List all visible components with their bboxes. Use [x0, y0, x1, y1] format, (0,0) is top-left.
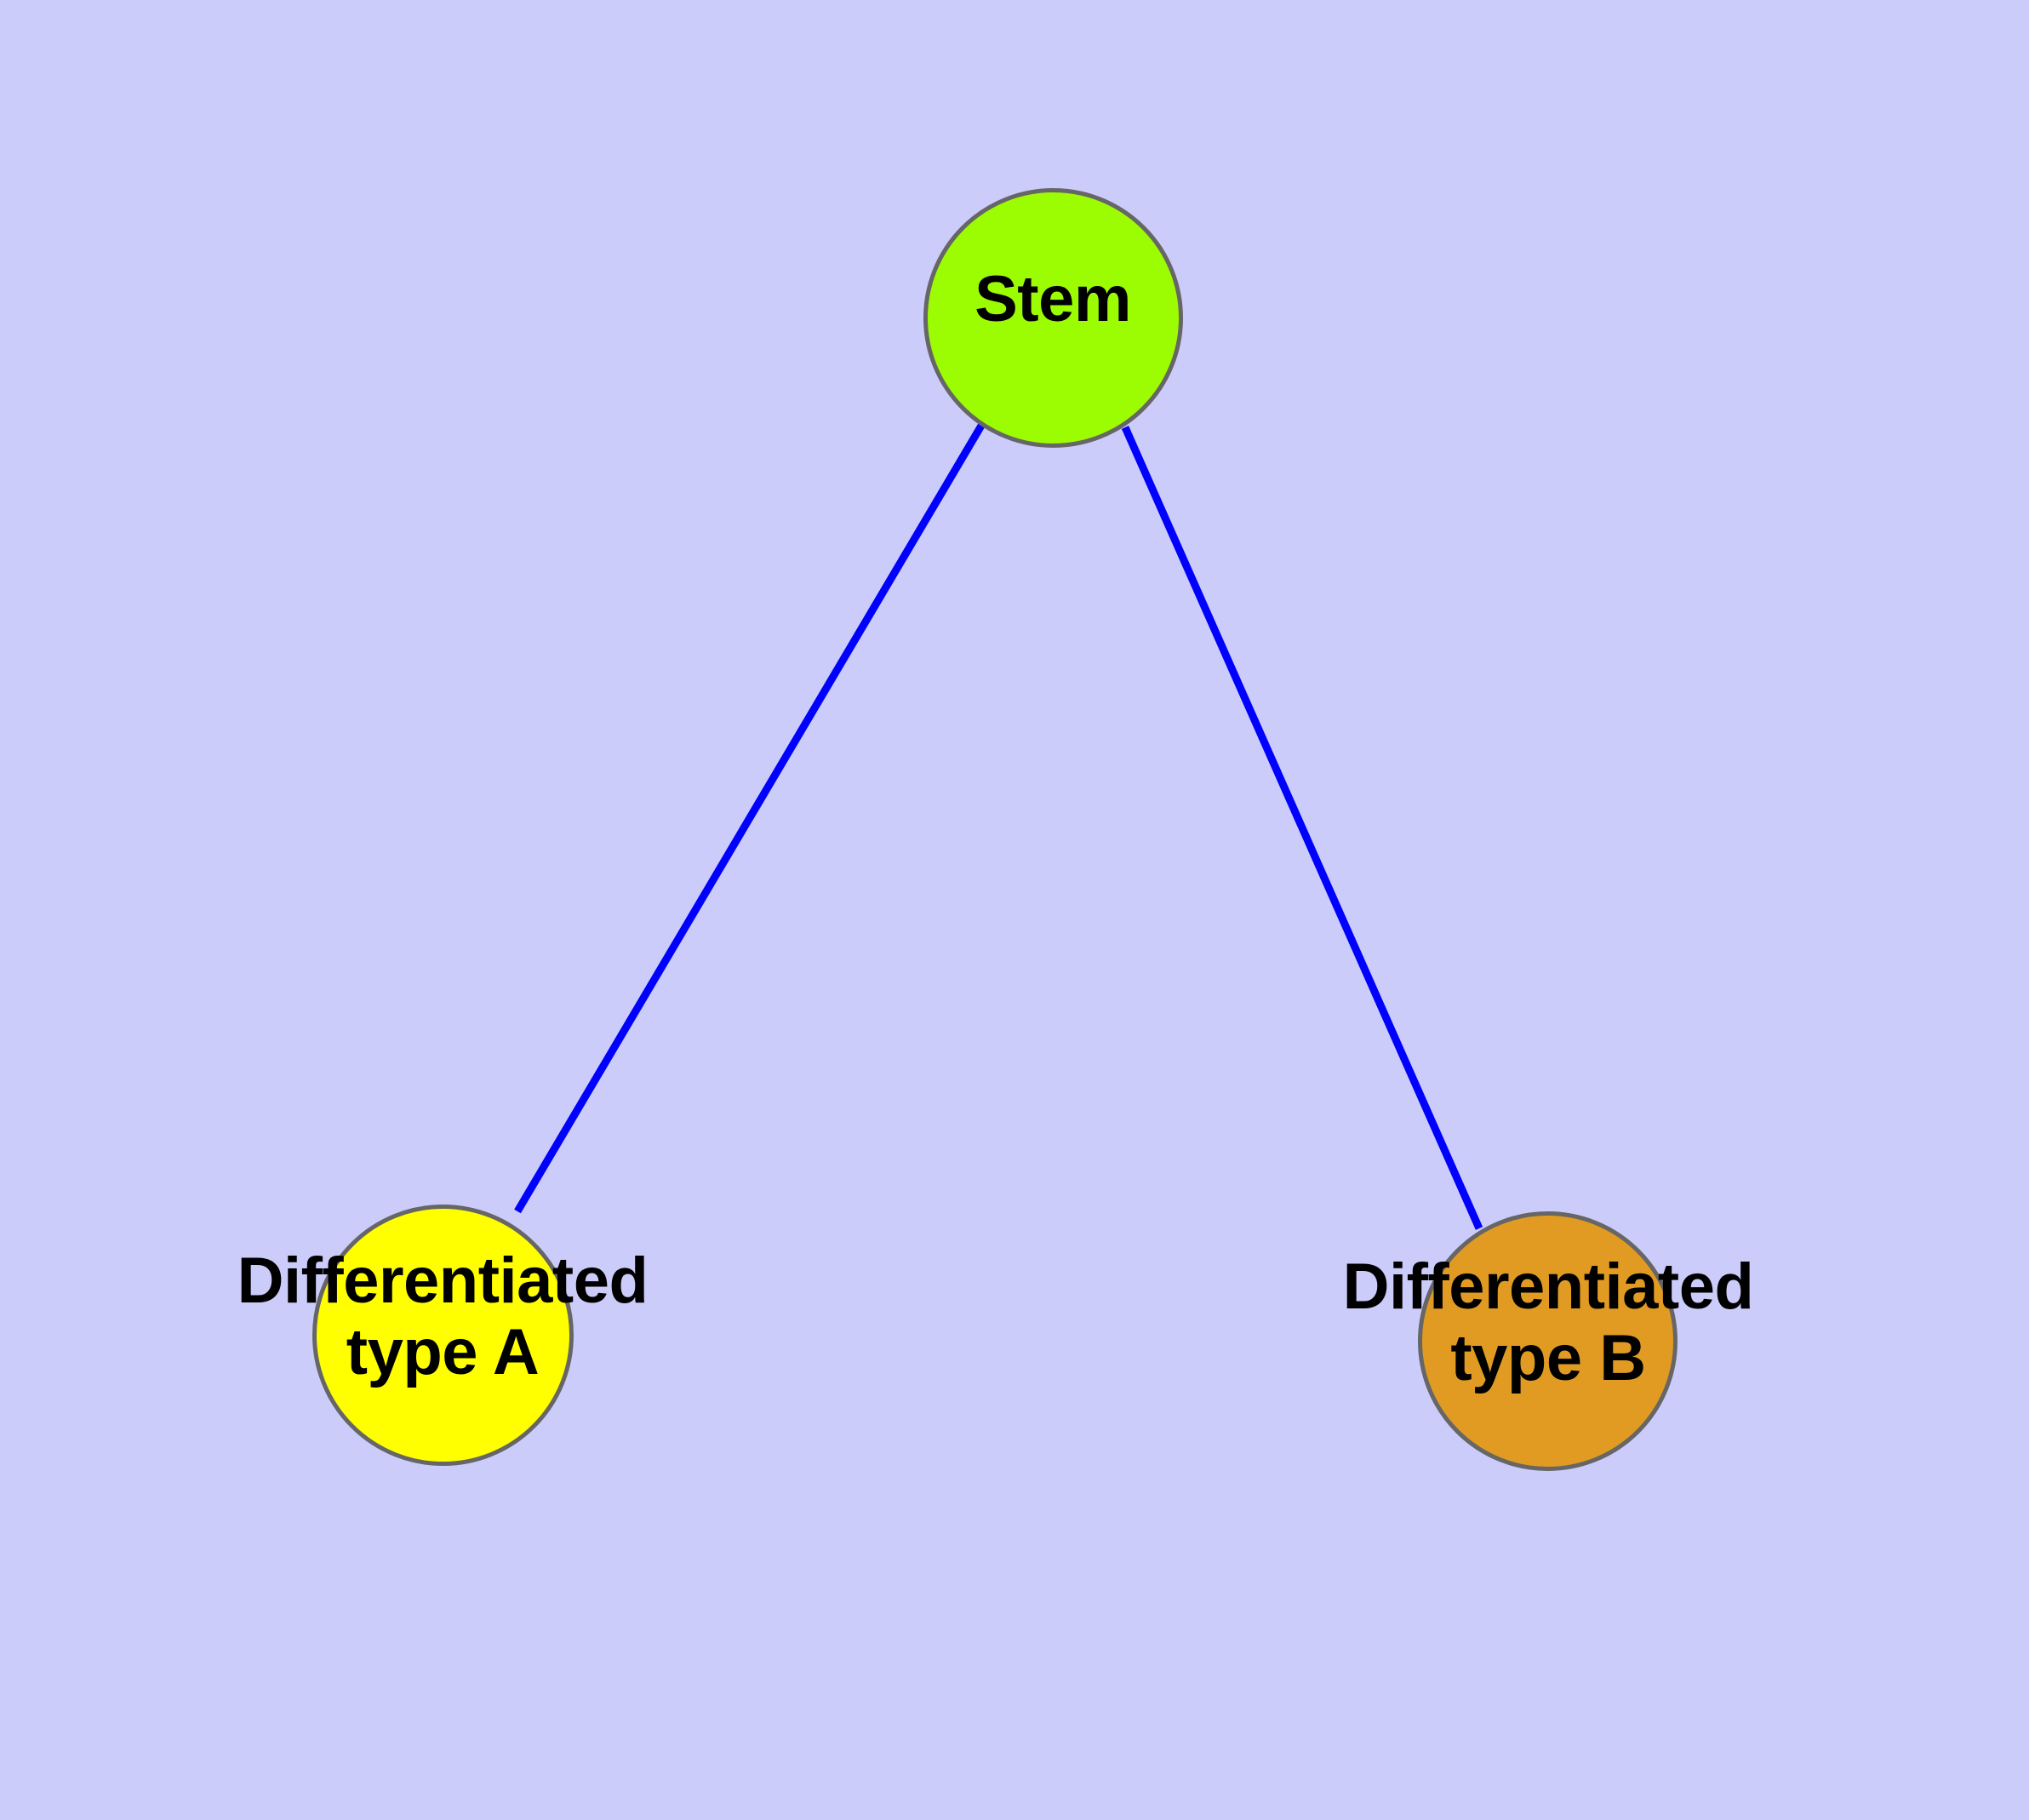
node-differentiated-type-b[interactable] [1418, 1211, 1677, 1471]
node-stem[interactable] [923, 188, 1183, 448]
edge-stem-to-type-a [514, 423, 985, 1214]
edge-stem-to-type-b [1121, 426, 1483, 1230]
node-differentiated-type-a[interactable] [312, 1205, 574, 1466]
